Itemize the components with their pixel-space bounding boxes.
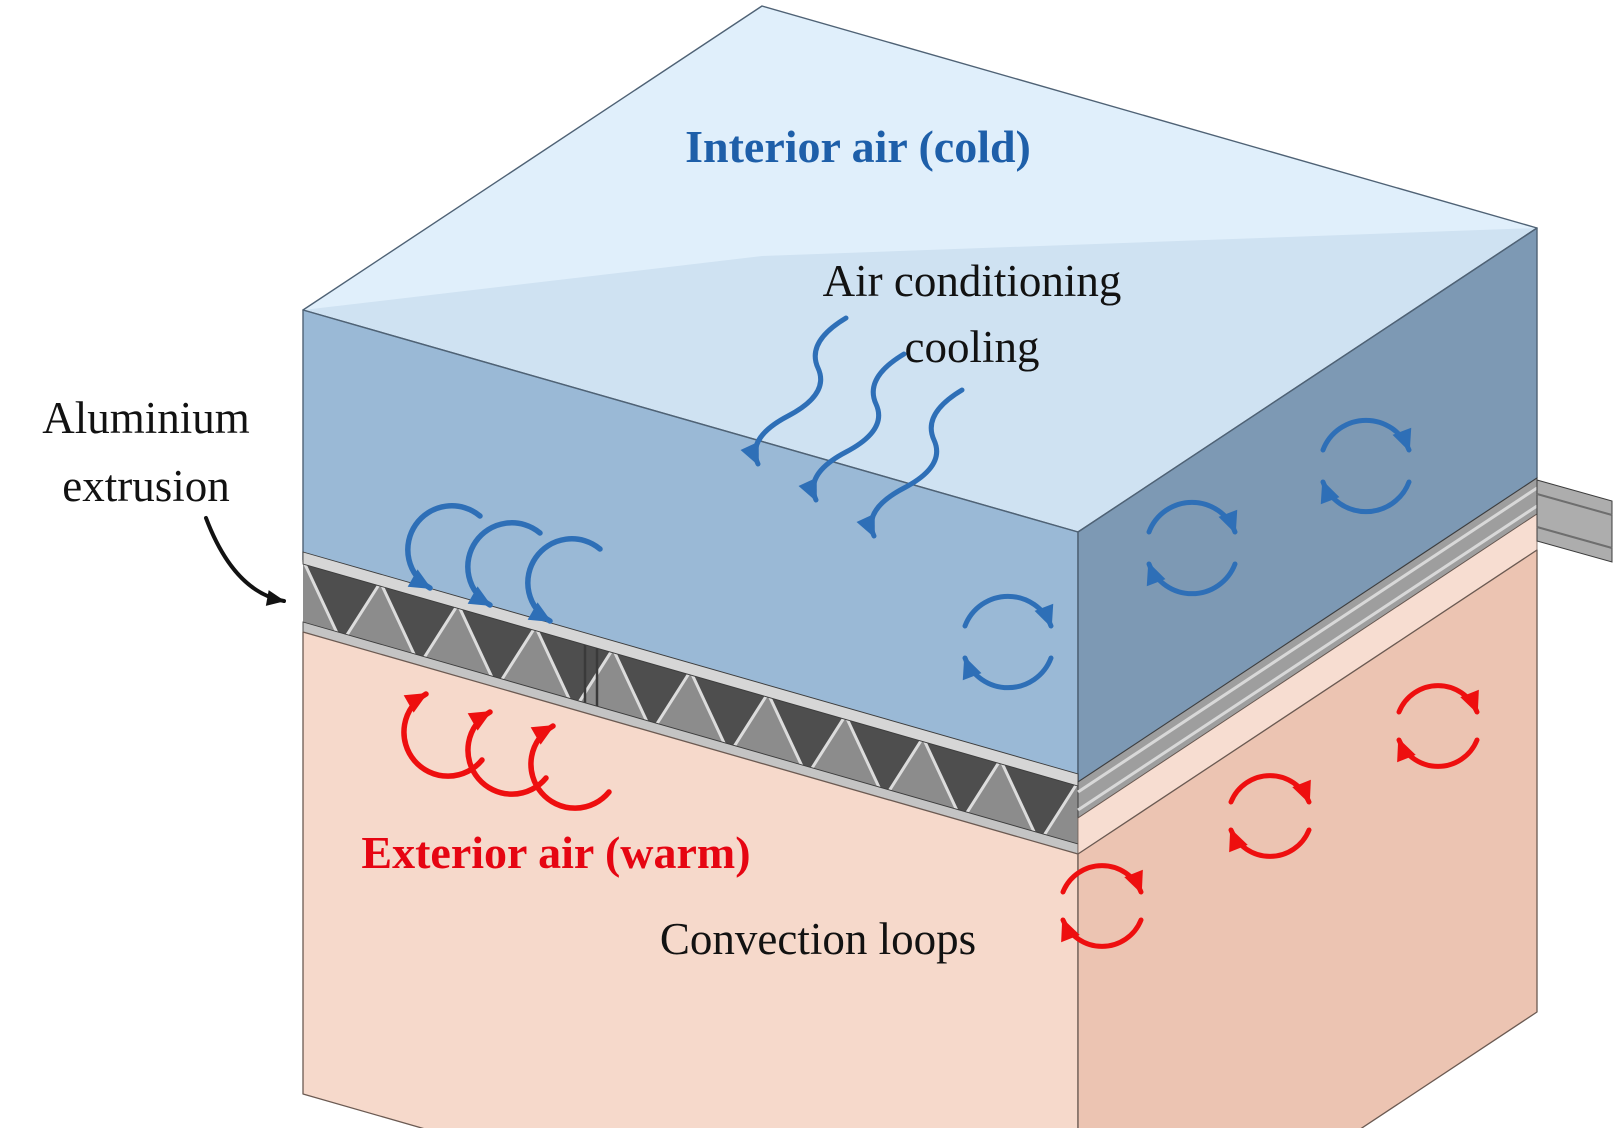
aluminium-extrusion-panel xyxy=(301,477,1613,857)
warm-loop-arc xyxy=(1396,683,1480,715)
label-interior-air: Interior air (cold) xyxy=(685,121,1031,172)
cold-loop-arc xyxy=(1320,479,1412,515)
cold-loop-arc xyxy=(962,655,1054,691)
label-aluminium-line2: extrusion xyxy=(62,461,229,511)
extrusion-web-triangles-mid xyxy=(303,560,1078,854)
extrusion-web-triangles-dark xyxy=(303,560,1078,843)
label-air-conditioning-line1: Air conditioning xyxy=(823,256,1122,306)
warm-air-right-face xyxy=(1077,549,1538,1128)
cold-loop-arc xyxy=(1146,561,1238,597)
warm-loop-arc xyxy=(1060,863,1144,895)
cold-loop-arc xyxy=(1146,499,1238,535)
warm-air-front-face xyxy=(302,631,1079,1128)
cold-convection-curl-arrows xyxy=(405,503,603,624)
cold-convection-loops xyxy=(962,417,1412,691)
cold-curl-arrow xyxy=(405,503,483,591)
cold-curl-arrow xyxy=(465,520,543,608)
warm-convection-loops xyxy=(1060,683,1480,949)
label-exterior-air: Exterior air (warm) xyxy=(361,827,750,878)
warm-loop-arc xyxy=(1060,917,1144,949)
extrusion-right-tab-lines xyxy=(1536,493,1613,549)
warm-convection-curl-arrows xyxy=(401,691,612,811)
label-convection-loops: Convection loops xyxy=(660,914,976,964)
warm-curl-arrow xyxy=(401,691,485,779)
label-air-conditioning-line2: cooling xyxy=(905,322,1040,372)
warm-curl-arrow xyxy=(465,709,549,797)
warm-curl-arrow xyxy=(528,723,612,811)
cold-loop-arc xyxy=(962,593,1054,629)
warm-loop-arc xyxy=(1228,827,1312,859)
extrusion-right-tab xyxy=(1536,479,1613,563)
extrusion-right-edge-lines xyxy=(1077,486,1538,812)
wavy-cooling-arrow xyxy=(798,351,907,503)
warm-loop-arc xyxy=(1228,773,1312,805)
warm-air-box xyxy=(302,549,1538,1128)
warm-loop-arc xyxy=(1396,737,1480,769)
cold-loop-arc xyxy=(1320,417,1412,453)
extrusion-joint-seam xyxy=(583,642,599,716)
wavy-cooling-arrow xyxy=(740,315,849,467)
cold-curl-arrow xyxy=(525,536,603,624)
air-conditioning-wavy-arrows xyxy=(740,315,965,539)
wavy-cooling-arrow xyxy=(856,387,965,539)
label-aluminium-line1: Aluminium xyxy=(42,393,250,443)
aluminium-extrusion-pointer-arrow xyxy=(204,516,286,606)
